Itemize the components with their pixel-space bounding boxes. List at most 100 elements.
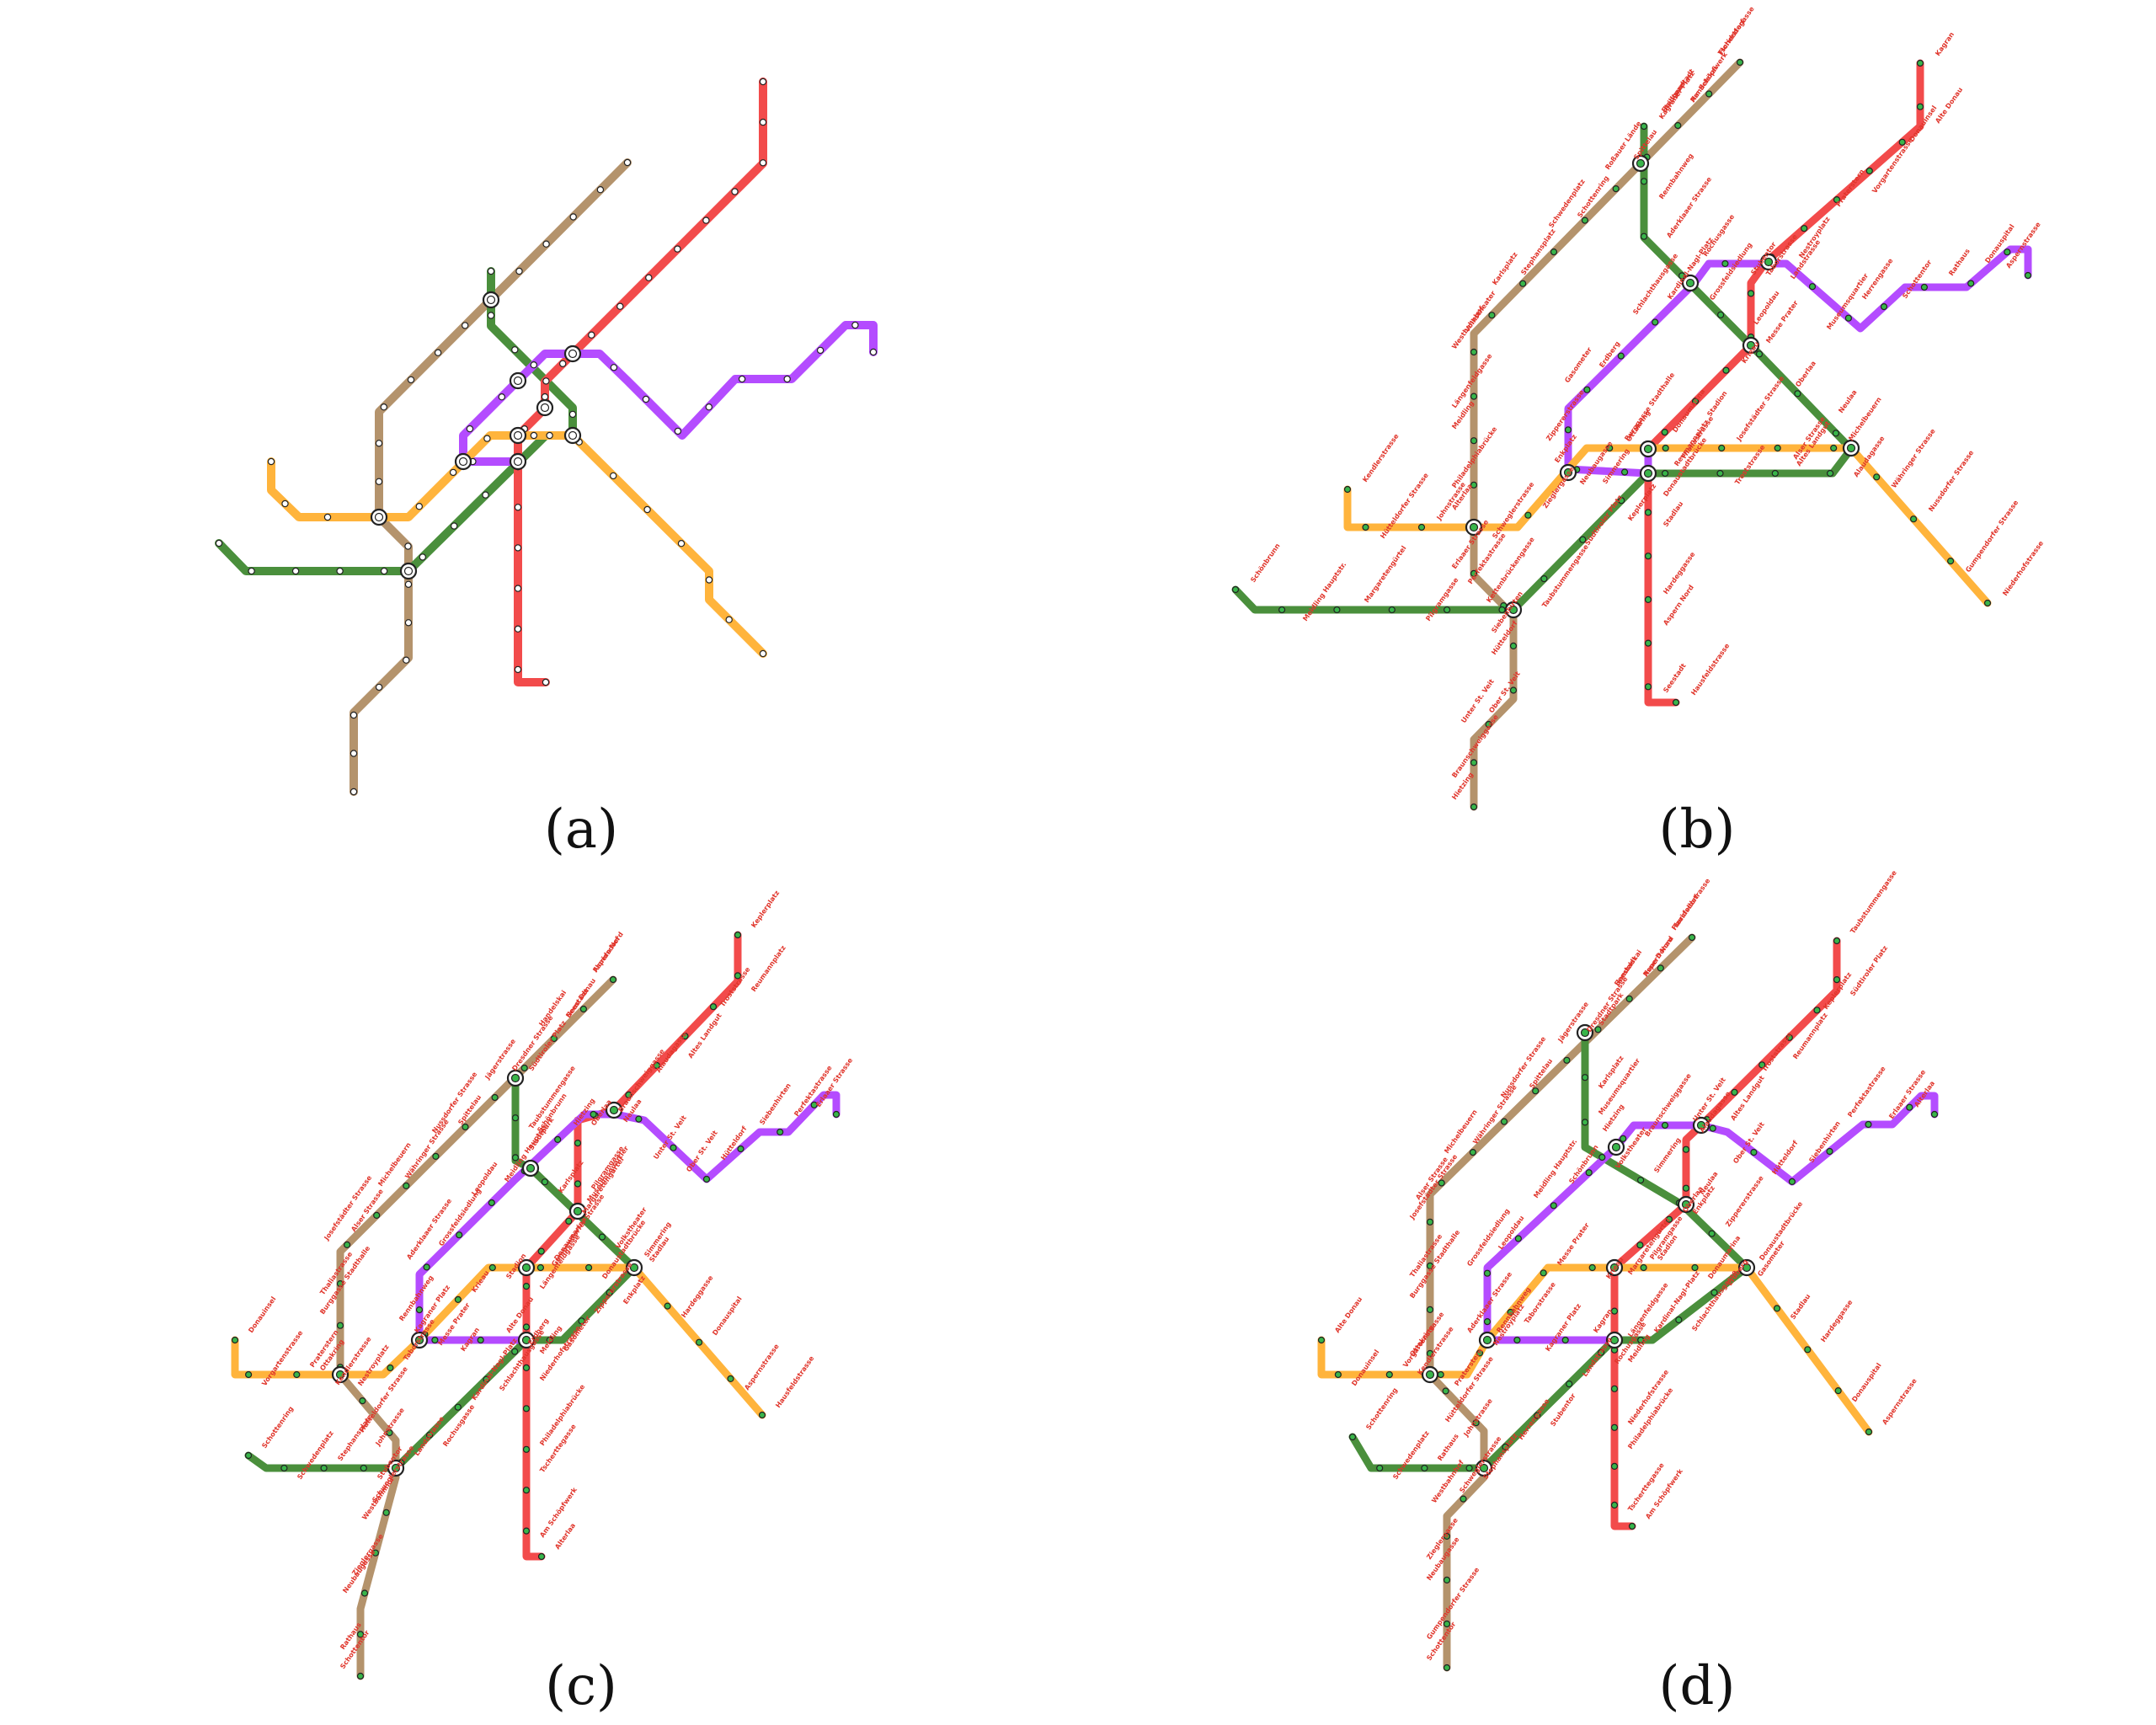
station-label: Zippererstrasse	[1724, 1174, 1765, 1228]
station-label: Rathaus	[1947, 248, 1972, 278]
station-node	[356, 1631, 365, 1638]
station-node	[371, 1549, 379, 1557]
station-node	[1540, 574, 1548, 583]
station-node	[360, 1464, 367, 1472]
interchange-node-core	[1609, 1335, 1620, 1345]
station-node	[702, 1175, 711, 1183]
station-node	[1774, 444, 1781, 452]
station-label: Vorgartenstrasse	[260, 1329, 304, 1388]
station-node	[1507, 1308, 1514, 1316]
station-node	[1832, 430, 1839, 437]
station-node	[1509, 642, 1518, 650]
station-node	[1470, 481, 1478, 489]
station-node	[588, 331, 595, 339]
interchange-node-core	[458, 457, 468, 467]
orange-line	[231, 1263, 766, 1419]
interchange-node-core	[414, 1335, 424, 1345]
station-node	[598, 1233, 606, 1241]
station-node	[1705, 90, 1713, 98]
station-node	[215, 539, 223, 547]
interchange-node-core	[513, 430, 523, 441]
interchange-node-core	[526, 1163, 536, 1173]
station-node	[1644, 509, 1652, 516]
station-node	[758, 1411, 766, 1419]
station-node	[320, 1464, 328, 1472]
station-node	[1682, 1146, 1690, 1153]
station-node	[380, 403, 387, 411]
station-label: Reumannplatz	[750, 944, 787, 993]
station-node	[568, 410, 577, 419]
station-node	[734, 931, 742, 939]
interchange-node-core	[486, 295, 496, 305]
station-label: Michelbeuern	[1847, 396, 1883, 443]
station-node	[1947, 557, 1955, 565]
station-node	[1873, 473, 1881, 481]
station-node	[705, 576, 713, 584]
station-label: Stadlau	[1662, 499, 1684, 528]
station-node	[1865, 1428, 1873, 1436]
station-node	[541, 393, 549, 401]
station-label: Schottenring	[260, 1405, 295, 1450]
station-node	[522, 1405, 531, 1413]
station-node	[1581, 1119, 1589, 1126]
station-node	[375, 478, 383, 486]
station-node	[1502, 1443, 1509, 1451]
station-node	[267, 457, 275, 466]
station-node	[1678, 272, 1686, 280]
station-node	[623, 158, 632, 167]
station-node	[1579, 536, 1587, 543]
panel-b: FloridsdorfHandelskaiHeiligenstadtSpitte…	[1231, 5, 2045, 811]
station-node	[759, 77, 767, 86]
station-node	[709, 1003, 718, 1011]
station-node	[2004, 248, 2011, 256]
station-node	[1561, 1336, 1569, 1344]
station-node	[609, 975, 617, 984]
station-node	[1532, 1087, 1540, 1095]
brown-line	[350, 158, 632, 796]
station-node	[1443, 606, 1451, 614]
station-node	[487, 312, 495, 319]
station-label: Schottenring	[1364, 1386, 1399, 1431]
station-node	[731, 188, 739, 195]
station-node	[522, 1527, 531, 1535]
station-label: Donauinsel	[1350, 1348, 1380, 1388]
station-node	[1231, 585, 1240, 594]
station-node	[1804, 1346, 1812, 1354]
station-node	[1581, 1074, 1589, 1081]
station-node	[1610, 1501, 1619, 1509]
station-label: Stadlau	[1789, 1292, 1812, 1321]
station-node	[483, 435, 491, 442]
station-label: Schönbrunn	[1249, 542, 1282, 584]
station-label: Stadtpark	[1660, 78, 1689, 115]
station-label: Nussdorfer Strasse	[1927, 449, 1975, 514]
station-node	[642, 395, 650, 403]
station-label: Kagran	[1592, 1307, 1614, 1334]
panel-a	[215, 77, 878, 796]
station-label: Kagran	[1934, 30, 1956, 57]
station-node	[869, 348, 878, 356]
station-node	[1550, 1202, 1557, 1210]
station-node	[1661, 1121, 1669, 1130]
station-node	[1443, 1532, 1451, 1541]
station-node	[1716, 469, 1724, 478]
station-node	[625, 1091, 632, 1099]
station-node	[511, 1114, 520, 1122]
station-node	[522, 1487, 531, 1494]
interchange-node-core	[1685, 278, 1695, 288]
interchange-node-core	[1681, 1199, 1691, 1210]
station-node	[466, 425, 474, 433]
station-node	[1691, 1263, 1699, 1272]
station-node	[1826, 1147, 1833, 1156]
station-node	[386, 1429, 393, 1437]
station-node	[407, 376, 415, 384]
station-node	[432, 1152, 440, 1161]
station-node	[1716, 311, 1725, 318]
station-node	[1750, 1148, 1758, 1156]
station-node	[530, 431, 538, 440]
station-label: Donauspital	[1850, 1361, 1883, 1403]
brown-line	[1426, 933, 1696, 1672]
station-node	[415, 503, 423, 510]
station-node	[1682, 1184, 1690, 1192]
station-node	[336, 567, 344, 575]
